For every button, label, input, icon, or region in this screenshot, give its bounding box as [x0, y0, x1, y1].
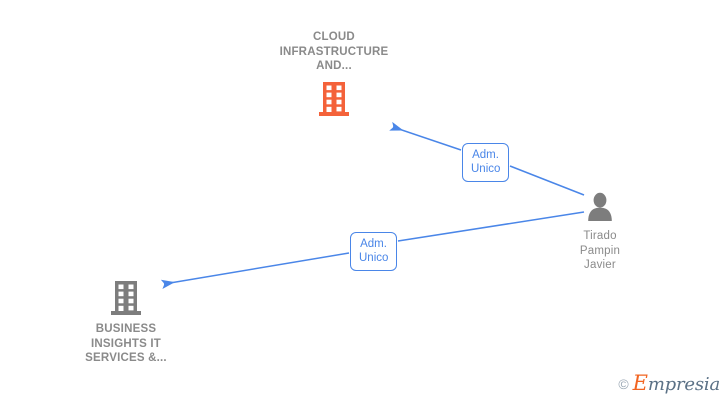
- edge-relbox-1-to-company-main: [389, 121, 462, 151]
- node-label-person: Tirado Pampin Javier: [579, 230, 621, 271]
- person-icon[interactable]: [586, 192, 614, 222]
- edge-relbox-2-to-company-second: [160, 252, 350, 289]
- building-icon[interactable]: [319, 81, 349, 117]
- relation-label-adm-unico-2[interactable]: Adm. Unico: [350, 232, 397, 271]
- relation-label-adm-unico-1[interactable]: Adm. Unico: [462, 143, 509, 182]
- building-icon-wrap: [46, 280, 206, 316]
- brand-rest: mpresia: [647, 374, 720, 395]
- edge-person-to-relbox-1: [509, 165, 585, 196]
- edge-person-to-relbox-2: [397, 211, 585, 242]
- brand-initial: E: [632, 371, 648, 395]
- node-label-company-main: CLOUD INFRASTRUCTURE AND...: [279, 31, 389, 72]
- copyright-icon: ©: [618, 375, 629, 392]
- node-company-business-insights[interactable]: BUSINESS INSIGHTS IT SERVICES &...: [46, 280, 206, 366]
- node-person-tirado-pampin-javier[interactable]: Tirado Pampin Javier: [520, 192, 680, 273]
- person-icon-wrap: [520, 192, 680, 222]
- brand-logo-text: Empresia: [632, 371, 721, 395]
- node-company-cloud-infrastructure[interactable]: CLOUD INFRASTRUCTURE AND...: [254, 30, 414, 117]
- node-label-company-second: BUSINESS INSIGHTS IT SERVICES &...: [85, 323, 167, 364]
- building-icon-wrap: [254, 81, 414, 117]
- building-icon[interactable]: [111, 280, 141, 316]
- watermark-empresia: © Empresia: [618, 373, 720, 394]
